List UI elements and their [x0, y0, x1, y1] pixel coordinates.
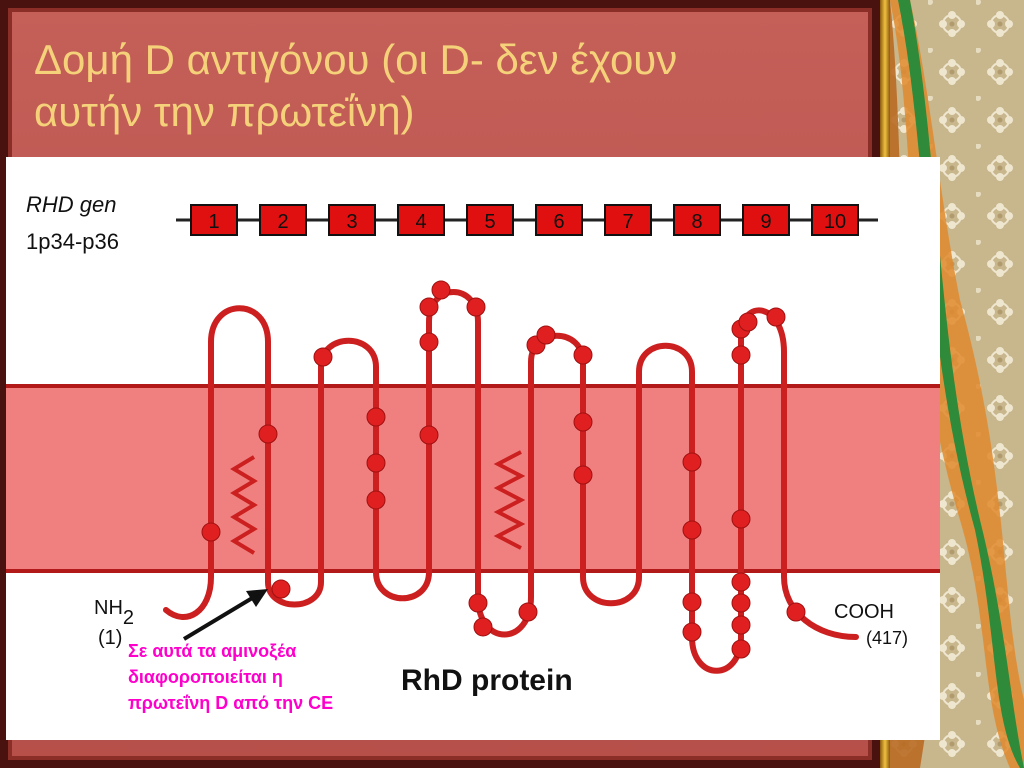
exon-label: 9 — [760, 211, 771, 233]
annotation-arrow-shaft — [182, 595, 256, 641]
helix-zigzag-left — [230, 455, 258, 555]
n-terminus-subscript: 2 — [123, 607, 134, 629]
residue-dot — [271, 579, 291, 599]
exon-box — [535, 204, 583, 236]
residue-dot — [473, 617, 493, 637]
exon-label: 8 — [691, 211, 702, 233]
residue-dot — [738, 312, 758, 332]
residue-dot — [468, 593, 488, 613]
residue-dot — [419, 332, 439, 352]
residue-dot — [366, 407, 386, 427]
residue-dot — [731, 615, 751, 635]
residue-dot — [431, 280, 451, 300]
residue-dot — [419, 425, 439, 445]
exon-label: 7 — [622, 211, 633, 233]
residue-dot — [573, 345, 593, 365]
exon-4: 4 — [397, 204, 445, 236]
residue-dot — [419, 297, 439, 317]
rhd-protein-diagram: RHD gen 1p34-p36 1 2 3 4 5 6 7 8 9 10 — [6, 192, 940, 697]
exon-label: 1 — [208, 211, 219, 233]
residue-dot — [201, 522, 221, 542]
exon-7: 7 — [604, 204, 652, 236]
membrane-band — [6, 386, 940, 571]
residue-dot — [731, 593, 751, 613]
exon-label: 6 — [553, 211, 564, 233]
exon-2: 2 — [259, 204, 307, 236]
residue-dot — [682, 622, 702, 642]
exon-box — [190, 204, 238, 236]
exon-box — [328, 204, 376, 236]
exon-label: 3 — [346, 211, 357, 233]
exon-3: 3 — [328, 204, 376, 236]
residue-dot — [682, 452, 702, 472]
exon-box — [673, 204, 721, 236]
residue-dot — [682, 592, 702, 612]
exon-1: 1 — [190, 204, 238, 236]
exon-box — [742, 204, 790, 236]
note-line-3: πρωτεΐνη D από την CE — [128, 693, 334, 713]
exon-box — [604, 204, 652, 236]
variant-residues — [201, 280, 806, 659]
exon-box — [259, 204, 307, 236]
exon-9: 9 — [742, 204, 790, 236]
exon-6: 6 — [535, 204, 583, 236]
n-position-label: (1) — [98, 627, 122, 649]
slide-title: Δομή D αντιγόνου (οι D- δεν έχουν αυτήν … — [34, 34, 864, 138]
residue-dot — [573, 465, 593, 485]
residue-dot — [258, 424, 278, 444]
c-position-label: (417) — [866, 628, 908, 648]
title-line-1: Δομή D αντιγόνου (οι D- δεν έχουν — [34, 36, 678, 83]
residue-dot — [518, 602, 538, 622]
rhd-figure: RHD gen 1p34-p36 1 2 3 4 5 6 7 8 9 10 — [6, 157, 940, 740]
exon-label: 2 — [277, 211, 288, 233]
n-terminus-text: NH — [94, 597, 123, 619]
gene-name: RHD gen — [26, 192, 116, 217]
exon-8: 8 — [673, 204, 721, 236]
residue-dot — [731, 345, 751, 365]
c-terminus-label: COOH — [834, 601, 894, 623]
exon-label: 4 — [415, 211, 426, 233]
gene-locus: 1p34-p36 — [26, 229, 119, 254]
residue-dot — [573, 412, 593, 432]
residue-dot — [366, 453, 386, 473]
exon-box — [811, 204, 859, 236]
n-terminus-label: NH2 — [94, 597, 134, 629]
residue-dot — [786, 602, 806, 622]
note-line-1: Σε αυτά τα αμινοξέα — [128, 641, 297, 661]
exon-box — [397, 204, 445, 236]
residue-dot — [731, 572, 751, 592]
residue-dot — [682, 520, 702, 540]
residue-dot — [766, 307, 786, 327]
exon-10: 10 — [811, 204, 859, 236]
exon-box — [466, 204, 514, 236]
exon-row: 1 2 3 4 5 6 7 8 9 10 — [190, 204, 859, 236]
residue-dot — [731, 639, 751, 659]
annotation-arrow-head — [246, 589, 268, 607]
protein-label: RhD protein — [401, 664, 573, 697]
title-line-2: αυτήν την πρωτεΐνη) — [34, 88, 415, 135]
exon-label: 10 — [824, 211, 846, 233]
residue-dot — [313, 347, 333, 367]
note-line-2: διαφοροποιείται η — [128, 667, 283, 687]
exon-5: 5 — [466, 204, 514, 236]
residue-dot — [366, 490, 386, 510]
residue-dot — [731, 509, 751, 529]
residue-dot — [466, 297, 486, 317]
exon-label: 5 — [484, 211, 495, 233]
helix-zigzag-right — [493, 450, 526, 550]
annotation-note: Σε αυτά τα αμινοξέα διαφοροποιείται η πρ… — [128, 638, 458, 716]
residue-dot — [536, 325, 556, 345]
